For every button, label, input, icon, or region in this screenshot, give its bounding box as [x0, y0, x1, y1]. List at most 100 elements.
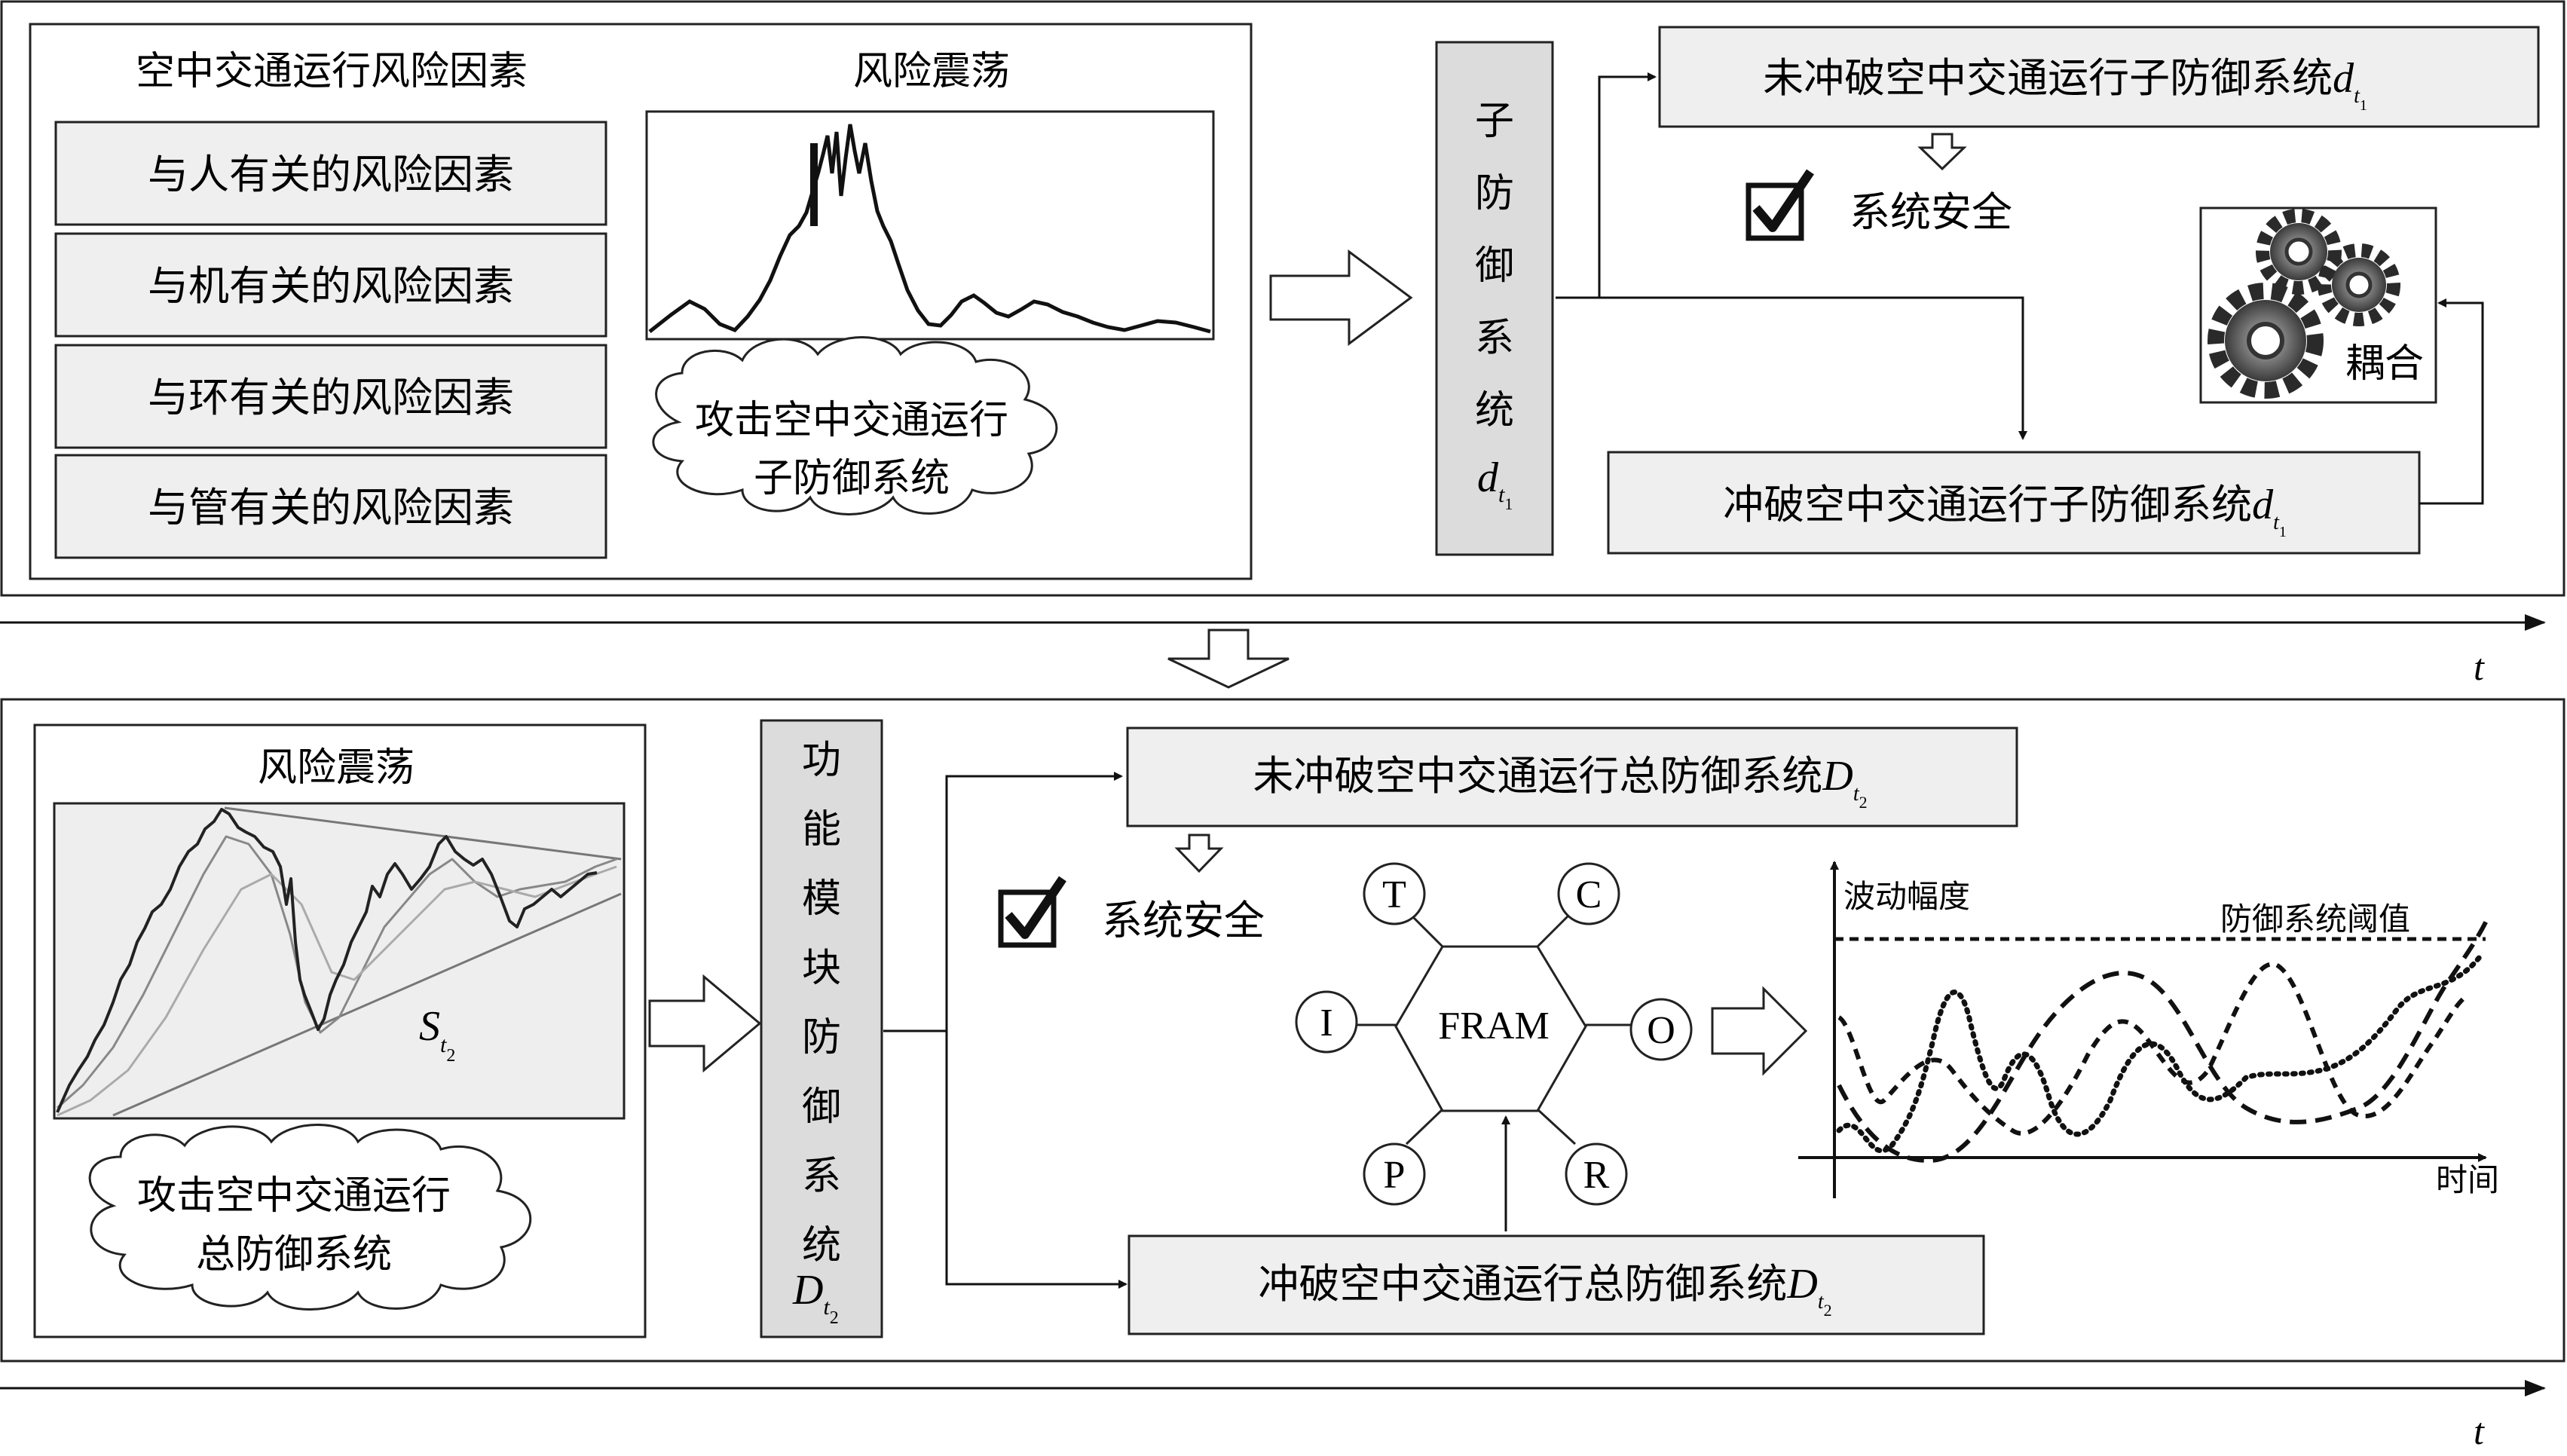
fram-node-p-label: P: [1384, 1154, 1406, 1197]
top-not-breached-label: 未冲破空中交通运行子防御系统dt1: [1763, 54, 2367, 114]
between-panels-down-arrow: [1167, 629, 1290, 689]
bottom-connector-down: [945, 1031, 1127, 1289]
bottom-not-breached-sub2: 2: [1859, 793, 1868, 812]
top-breached-text: 冲破空中交通运行子防御系统: [1723, 481, 2252, 528]
bottom-cloud-line2: 总防御系统: [196, 1232, 392, 1277]
coupling-label: 耦合: [2345, 341, 2424, 387]
subsystem-var-sub2: 1: [1504, 494, 1513, 513]
top-not-breached-sub2: 1: [2360, 97, 2367, 114]
top-coupling-arrow: [2419, 298, 2484, 505]
subsystem-char-3: 御: [1475, 243, 1514, 289]
bottom-down-hollow-arrow: [1174, 834, 1224, 873]
fram-model: FRAM T C I O P R: [1295, 862, 1693, 1206]
module-var-letter: D: [792, 1267, 823, 1314]
bottom-trendline-upper: [224, 806, 622, 861]
fram-node-o: [1629, 998, 1693, 1061]
bottom-price-curve: [56, 808, 598, 1113]
top-oscillation-title: 风险震荡: [853, 49, 1010, 94]
chart-y-label: 波动幅度: [1843, 878, 1970, 915]
bottom-moving-average-2: [57, 865, 617, 1117]
factor-box-machine: [54, 232, 607, 338]
bottom-oscillation-plot: [53, 802, 626, 1120]
top-cloud-line2: 子防御系统: [754, 456, 950, 501]
bottom-not-breached-var: D: [1822, 753, 1853, 800]
factor-box-environment: [54, 344, 607, 449]
subsystem-var-letter: d: [1477, 454, 1499, 501]
bottom-not-breached-box: [1126, 726, 2018, 827]
top-safe-label: 系统安全: [1850, 188, 2012, 236]
chart-x-label: 时间: [2436, 1161, 2499, 1198]
fram-node-o-label: O: [1647, 1009, 1675, 1052]
fram-node-i-label: I: [1320, 1002, 1332, 1045]
factor-label-machine: 与机有关的风险因素: [148, 262, 514, 310]
bottom-price-chart: [56, 806, 622, 1117]
top-panel-frame: [0, 0, 2565, 597]
bottom-breached-label: 冲破空中交通运行总防御系统Dt2: [1258, 1260, 1831, 1320]
factor-label-management: 与管有关的风险因素: [148, 484, 514, 531]
s-variable-letter: S: [419, 1003, 440, 1050]
bottom-breached-sub1: t: [1818, 1290, 1825, 1314]
chart-wave-long-dash: [1837, 918, 2489, 1164]
bottom-safe-check-icon: [998, 876, 1066, 948]
module-var: Dt2: [792, 1267, 839, 1328]
s-variable-sub2: 2: [446, 1046, 455, 1066]
top-breached-sub1: t: [2273, 511, 2280, 534]
factor-box-management: [54, 454, 607, 559]
bottom-attack-cloud: [88, 1124, 532, 1311]
subsystem-char-5: 统: [1475, 388, 1514, 433]
fram-node-i: [1295, 990, 1358, 1054]
subsystem-char-2: 防: [1475, 171, 1514, 216]
top-block-arrow: [1269, 249, 1413, 346]
bottom-connector-up: [883, 772, 1123, 1032]
top-not-breached-sub1: t: [2354, 84, 2360, 108]
top-not-breached-var: d: [2333, 55, 2354, 102]
top-not-breached-text: 未冲破空中交通运行子防御系统: [1763, 54, 2333, 102]
subsystem-var-sub1: t: [1498, 482, 1505, 507]
fram-node-r-label: R: [1583, 1154, 1610, 1197]
top-breached-var: d: [2252, 482, 2274, 528]
bottom-trendline-lower: [112, 892, 622, 1117]
s-variable-sub1: t: [440, 1032, 447, 1057]
module-char-4: 块: [802, 946, 841, 991]
subsystem-box: [1435, 41, 1554, 556]
gears-icon: [2207, 209, 2400, 399]
fram-node-t-label: T: [1382, 873, 1406, 916]
top-breached-sub2: 1: [2279, 524, 2287, 540]
bottom-time-label: t: [2474, 1410, 2485, 1452]
bottom-safe-label: 系统安全: [1102, 897, 1265, 944]
factor-label-environment: 与环有关的风险因素: [148, 374, 514, 421]
fluctuation-chart: 波动幅度 时间 防御系统阈值: [1798, 861, 2499, 1198]
module-box: [760, 719, 883, 1338]
factor-box-human: [54, 121, 607, 226]
bottom-breached-sub2: 2: [1824, 1301, 1832, 1320]
fram-node-p: [1363, 1142, 1426, 1206]
subsystem-char-4: 系: [1475, 316, 1514, 361]
top-connector-down: [1599, 296, 2027, 440]
factor-label-human: 与人有关的风险因素: [148, 151, 514, 198]
subsystem-char-1: 子: [1475, 99, 1514, 144]
bottom-not-breached-sub1: t: [1853, 782, 1860, 806]
bottom-breached-box: [1127, 1234, 1985, 1335]
module-var-sub1: t: [823, 1295, 830, 1320]
fram-spoke-r: [1536, 1108, 1577, 1146]
s-variable: St2: [419, 1003, 455, 1066]
bottom-not-breached-text: 未冲破空中交通运行总防御系统: [1253, 752, 1822, 800]
top-oscillation-curve: [648, 124, 1211, 334]
factor-list: 与人有关的风险因素 与机有关的风险因素 与环有关的风险因素 与管有关的风险因素: [54, 121, 607, 559]
top-left-panel: [29, 23, 1253, 580]
fram-node-c-label: C: [1576, 873, 1602, 916]
fram-node-r: [1565, 1142, 1628, 1206]
top-breached-label: 冲破空中交通运行子防御系统dt1: [1723, 481, 2287, 540]
factors-title: 空中交通运行风险因素: [136, 49, 528, 94]
chart-wave-short-dash: [1837, 962, 2470, 1136]
top-not-breached-box: [1658, 26, 2540, 128]
chart-threshold-label: 防御系统阈值: [2220, 901, 2410, 938]
top-cloud-line1: 攻击空中交通运行: [695, 398, 1008, 443]
bottom-oscillation-title: 风险震荡: [258, 745, 415, 791]
module-char-8: 统: [802, 1223, 841, 1268]
fram-to-chart-arrow: [1711, 986, 1808, 1076]
fram-node-t: [1363, 862, 1426, 925]
bottom-breached-var: D: [1786, 1261, 1817, 1308]
top-down-hollow-arrow: [1917, 133, 1967, 171]
